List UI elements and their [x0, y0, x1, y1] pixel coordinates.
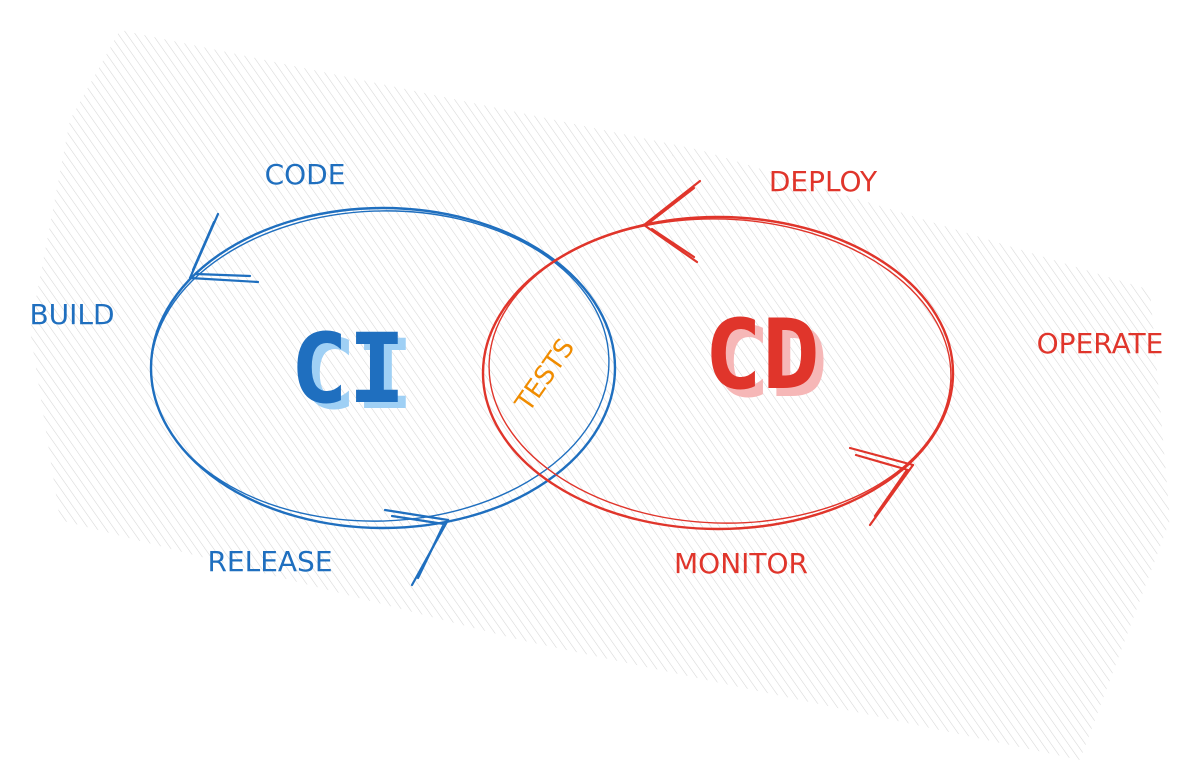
cd-loop: CD CD DEPLOY OPERATE MONITOR [481, 165, 1164, 580]
stage-build-label: BUILD [29, 298, 114, 331]
cd-circle [481, 215, 955, 531]
cd-arrow-deploy-icon [642, 179, 702, 264]
stage-release-label: RELEASE [207, 545, 332, 578]
stage-monitor-label: MONITOR [674, 547, 808, 580]
cd-title: CD [704, 299, 820, 411]
hatched-background [30, 30, 1170, 760]
ci-circle-sketch [150, 210, 610, 522]
ci-title-shadow: CI [298, 319, 414, 431]
stage-code-label: CODE [265, 158, 346, 191]
ci-arrow-release-icon [383, 508, 450, 587]
ci-title: CI [290, 313, 406, 425]
cd-circle-sketch [488, 218, 952, 524]
stage-deploy-label: DEPLOY [769, 165, 878, 198]
stage-operate-label: OPERATE [1037, 327, 1164, 360]
ci-arrow-build-icon [188, 212, 260, 284]
cd-title-shadow: CD [712, 307, 828, 419]
cd-arrow-monitor-icon [848, 446, 915, 527]
ci-loop: CI CI CODE BUILD RELEASE [29, 158, 617, 587]
